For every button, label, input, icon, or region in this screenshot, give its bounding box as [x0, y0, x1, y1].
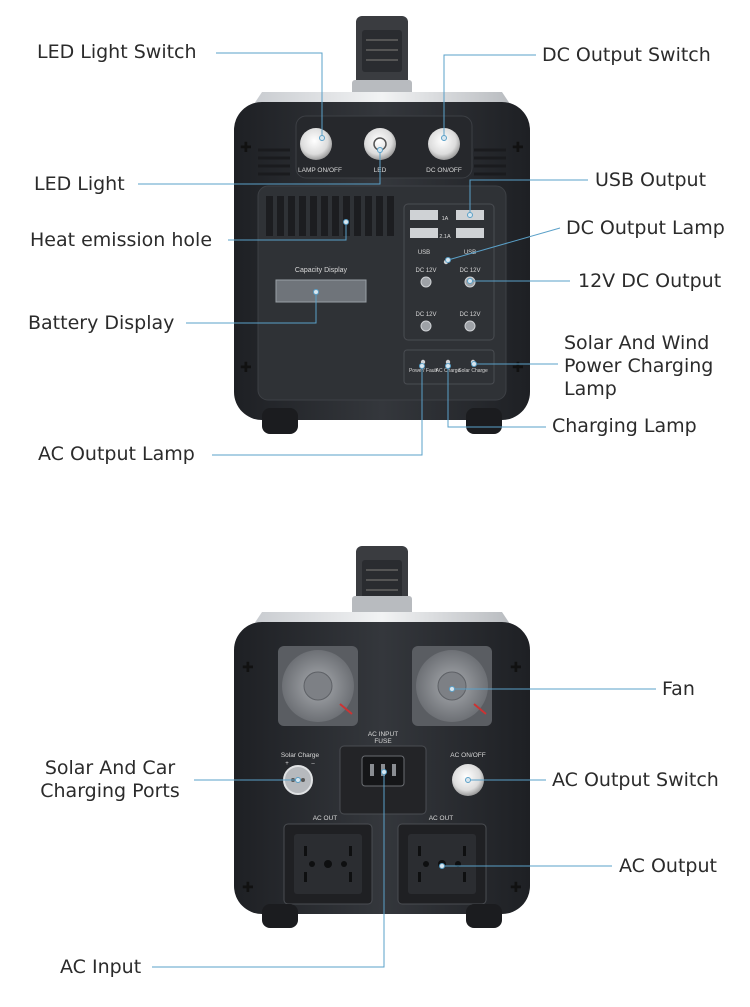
bottom-handle-hinge	[352, 596, 412, 616]
power-fault-label-text: Power/ Fault	[409, 368, 438, 374]
ac-switch-label: AC ON/OFF	[450, 752, 485, 759]
bottom-foot-right	[466, 904, 502, 928]
ac-out-label-right: AC OUT	[429, 815, 454, 822]
svg-text:✚: ✚	[240, 140, 252, 156]
svg-text:✚: ✚	[242, 880, 254, 896]
usb-rating-1: 1A	[442, 216, 449, 222]
bottom-device: ✚ ✚ ✚ ✚ Solar Charge + – AC INPUT FUSE	[234, 546, 530, 928]
callout-fan: Fan	[662, 678, 695, 700]
usb-port-4[interactable]	[456, 228, 484, 238]
ac-input-label: AC INPUT	[368, 731, 398, 738]
usb-port-1[interactable]	[410, 210, 438, 220]
callout-12v-dc-output: 12V DC Output	[578, 270, 722, 292]
leader-lines	[138, 52, 656, 968]
dc-port-4[interactable]	[464, 320, 476, 332]
top-foot-left	[262, 408, 298, 434]
top-device: ✚ ✚ ✚ ✚ LAMP ON/OFF LED DC ON/OFF	[234, 16, 530, 434]
callout-led-light: LED Light	[34, 173, 125, 195]
fuse-label: FUSE	[374, 738, 392, 745]
usb-rating-2: 2.1A	[439, 234, 451, 240]
svg-text:✚: ✚	[512, 360, 524, 376]
svg-text:✚: ✚	[242, 660, 254, 676]
dc-port-1[interactable]	[420, 276, 432, 288]
svg-text:✚: ✚	[510, 880, 522, 896]
callout-ac-output: AC Output	[619, 855, 717, 877]
callout-heat-emission-hole: Heat emission hole	[30, 229, 213, 251]
callout-dc-output-lamp: DC Output Lamp	[566, 217, 725, 239]
callout-ac-output-lamp: AC Output Lamp	[38, 443, 195, 465]
polarity-minus: –	[311, 761, 315, 767]
charge-lamp-panel	[403, 349, 495, 385]
callout-ac-input: AC Input	[60, 956, 142, 978]
polarity-plus: +	[285, 761, 289, 767]
solar-charge-port-label: Solar Charge	[281, 752, 320, 759]
callout-solar-car-ports: Solar And Car Charging Ports	[40, 757, 180, 802]
callout-battery-display: Battery Display	[28, 312, 175, 334]
callout-dc-output-switch: DC Output Switch	[542, 44, 711, 66]
dc-port-label-1: DC 12V	[415, 268, 436, 274]
bottom-foot-left	[262, 904, 298, 928]
dc-switch-label: DC ON/OFF	[426, 167, 462, 174]
top-cap	[254, 92, 510, 104]
callout-solar-wind-lamp: Solar And Wind Power Charging Lamp	[564, 332, 714, 400]
dc-port-label-2: DC 12V	[459, 268, 480, 274]
leader-charging-lamp	[447, 366, 546, 428]
usb-label-left: USB	[418, 250, 430, 256]
leader-led-light-switch	[216, 52, 323, 138]
leader-battery-display	[186, 292, 317, 324]
leader-usb-output	[469, 179, 588, 215]
ac-outlet-left[interactable]	[283, 823, 373, 905]
dc-port-3[interactable]	[420, 320, 432, 332]
svg-text:✚: ✚	[510, 660, 522, 676]
leader-dc-output-switch	[443, 54, 536, 138]
heat-emission-holes	[266, 196, 394, 236]
usb-dc-panel	[403, 203, 495, 341]
led-light-icon	[364, 128, 396, 160]
solar-charge-lamp-label: Solar Charge	[458, 368, 488, 374]
callout-ac-output-switch: AC Output Switch	[552, 769, 719, 791]
leader-dots	[295, 135, 477, 869]
battery-display	[275, 279, 367, 303]
leader-heat-hole	[228, 222, 347, 241]
dc-port-label-4: DC 12V	[459, 312, 480, 318]
power-fault-label: Power/ Fault	[409, 368, 438, 374]
leader-ac-output-lamp	[212, 366, 423, 456]
bottom-cap	[254, 612, 510, 624]
dc-port-label-3: DC 12V	[415, 312, 436, 318]
leader-ac-input	[152, 772, 385, 968]
dc-switch-button[interactable]	[428, 128, 460, 160]
svg-text:✚: ✚	[512, 140, 524, 156]
side-vent-left	[258, 148, 290, 176]
solar-charge-lamp-label-text: Solar Charge	[458, 368, 488, 374]
callout-usb-output: USB Output	[595, 169, 707, 191]
lamp-switch-label: LAMP ON/OFF	[298, 167, 342, 174]
svg-text:✚: ✚	[240, 360, 252, 376]
capacity-display-caption: Capacity Display	[295, 267, 348, 274]
top-foot-right	[466, 408, 502, 434]
side-vent-right	[474, 148, 506, 176]
fan-left	[278, 646, 358, 726]
usb-port-2[interactable]	[410, 228, 438, 238]
callout-led-light-switch: LED Light Switch	[37, 41, 197, 63]
ac-charge-lamp	[445, 359, 451, 365]
callout-charging-lamp: Charging Lamp	[552, 415, 697, 437]
lamp-switch-button[interactable]	[300, 128, 332, 160]
leader-dc-output-lamp	[447, 227, 561, 261]
ac-out-label-left: AC OUT	[313, 815, 338, 822]
usb-label-right: USB	[464, 250, 476, 256]
leader-led-light	[138, 150, 381, 185]
